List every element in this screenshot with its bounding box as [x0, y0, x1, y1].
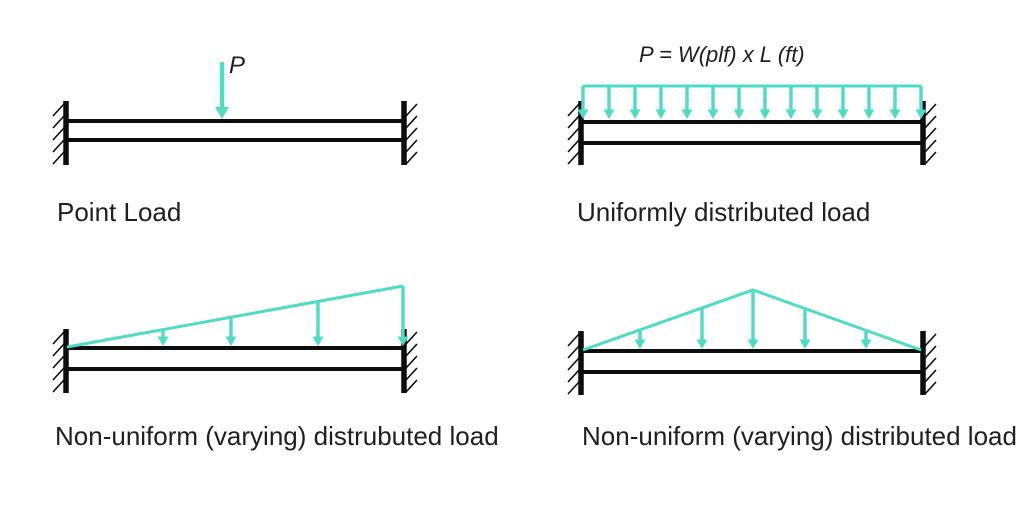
point-load-symbol: P [229, 52, 246, 79]
right-wall-support [404, 101, 417, 165]
right-wall-support [923, 331, 936, 395]
panel-point-load [53, 62, 417, 165]
caption-point-load: Point Load [57, 197, 182, 227]
panel-uniform-load [568, 84, 936, 165]
arrow-head [215, 107, 229, 119]
caption-varying-load-left: Non-uniform (varying) distrubuted load [55, 421, 499, 451]
left-wall-support [568, 331, 581, 395]
udl-formula: P = W(plf) x L (ft) [639, 42, 805, 67]
caption-uniform-load: Uniformly distributed load [577, 197, 871, 227]
udl-arrow-group [577, 86, 927, 119]
load-envelope-diagonal [66, 284, 404, 349]
point-load-arrow [215, 62, 229, 119]
panel-varying-load-right [568, 288, 936, 395]
varying-arrow-group [634, 292, 872, 349]
caption-varying-load-right: Non-uniform (varying) distributed load [582, 421, 1017, 451]
load-envelope-triangle [582, 288, 922, 352]
varying-arrow-group [157, 286, 409, 346]
panel-varying-load-left [53, 284, 417, 393]
left-wall-support [53, 101, 66, 165]
left-wall-support [53, 329, 66, 393]
